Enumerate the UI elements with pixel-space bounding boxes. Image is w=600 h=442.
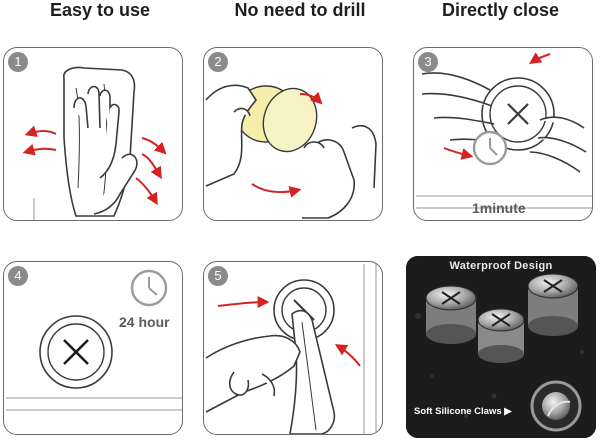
- clock-icon: [472, 130, 508, 166]
- hook-wait-illustration: [6, 269, 182, 411]
- header-no-drill: No need to drill: [234, 0, 366, 20]
- press-illustration: [416, 52, 592, 209]
- one-minute-label: 1minute: [472, 200, 526, 216]
- hand-icon: [205, 334, 301, 413]
- hang-towel-illustration: [205, 264, 377, 434]
- hook-device-icon: [39, 315, 113, 389]
- header-easy-to-use: Easy to use: [49, 0, 151, 20]
- wipe-illustration: [22, 66, 167, 220]
- hand-icon: [73, 85, 138, 215]
- step-number-badge: 1: [8, 52, 28, 72]
- waterproof-design-title: Waterproof Design: [449, 260, 553, 272]
- hand-icon: [421, 72, 587, 173]
- step-4-panel: 24 hour 4: [3, 261, 183, 435]
- peel-pad-illustration: [205, 84, 377, 219]
- step-1-panel: 1: [3, 47, 183, 221]
- arrow-icon: [217, 296, 361, 367]
- step-number-badge: 3: [418, 52, 438, 72]
- hook-device-icon: [477, 308, 525, 363]
- arrow-icon: [443, 52, 551, 160]
- towel-icon: [289, 309, 336, 434]
- step-2-panel: 2: [203, 47, 383, 221]
- twenty-four-hour-label: 24 hour: [119, 314, 170, 330]
- arrow-icon: [251, 91, 323, 198]
- step-number-badge: 5: [208, 266, 228, 286]
- hook-device-icon: [273, 279, 335, 341]
- hand-icon: [205, 84, 377, 219]
- product-photo: [406, 256, 596, 438]
- product-photo-panel: Waterproof Design Soft Silicone Claws ▶: [406, 256, 596, 438]
- hook-device-icon: [481, 77, 555, 151]
- step-5-panel: 5: [203, 261, 383, 435]
- claw-detail-icon: [530, 380, 582, 432]
- arrow-icon: [22, 125, 167, 206]
- hook-device-icon: [527, 273, 579, 336]
- clock-icon: [130, 269, 168, 307]
- soft-silicone-claws-label: Soft Silicone Claws ▶: [414, 406, 512, 417]
- step-number-badge: 4: [8, 266, 28, 286]
- step-3-panel: 1minute 3: [413, 47, 593, 221]
- towel-icon: [63, 66, 136, 217]
- step-number-badge: 2: [208, 52, 228, 72]
- hook-device-icon: [425, 285, 477, 344]
- header-directly-close: Directly close: [441, 0, 560, 20]
